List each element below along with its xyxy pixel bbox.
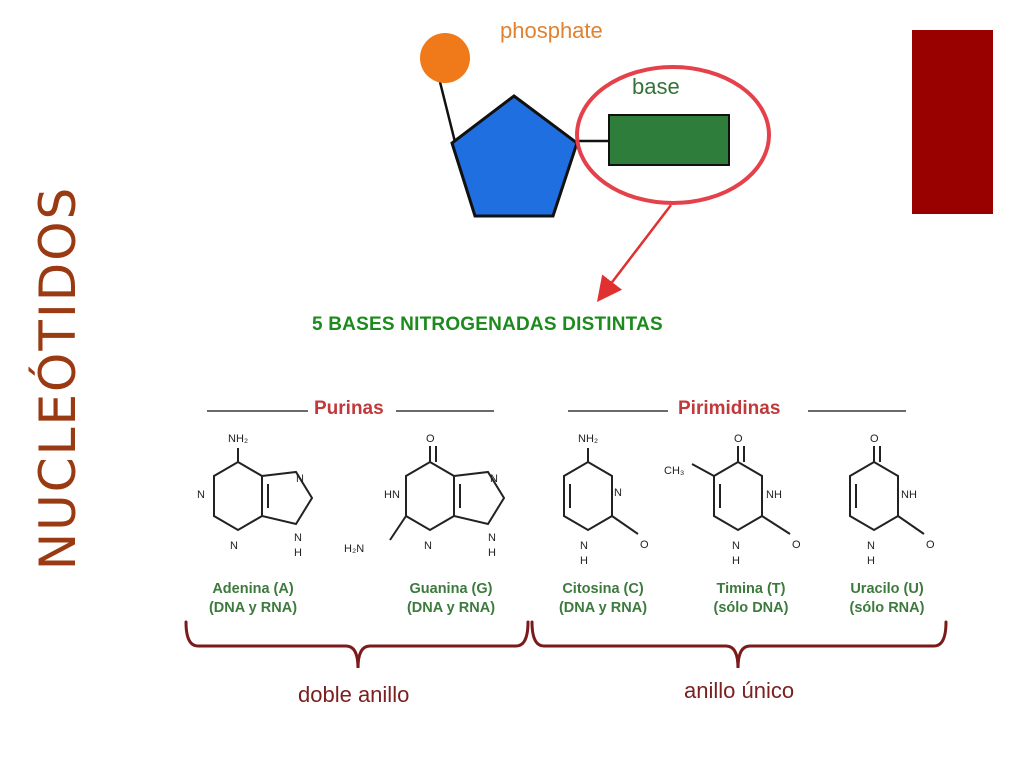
base-name-uracilo: Uracilo (U) (sólo RNA) (817, 580, 957, 618)
uracil-o4: O (870, 433, 879, 445)
thymine-h1: H (732, 555, 740, 567)
base-name-guanina-sub: (DNA y RNA) (406, 600, 496, 616)
headline: 5 BASES NITROGENADAS DISTINTAS (312, 314, 663, 335)
cytosine-nh2: NH₂ (578, 433, 598, 445)
base-name-timina-sub: (sólo DNA) (713, 600, 789, 616)
uracil-o2: O (926, 539, 935, 551)
base-label: base (632, 74, 680, 99)
cytosine-structure: NH₂ N N H O (563, 433, 649, 567)
cytosine-h1: H (580, 555, 588, 567)
cytosine-n3: N (614, 487, 622, 499)
base-name-timina-title: Timina (T) (716, 581, 786, 597)
guanine-o: O (426, 433, 435, 445)
guanine-h2n: H₂N (344, 543, 364, 555)
sugar-pentagon (450, 94, 579, 218)
phosphate-bond (438, 81, 457, 143)
thymine-nh: NH (766, 489, 782, 501)
thymine-o2: O (792, 539, 801, 551)
base-name-citosina-sub: (DNA y RNA) (558, 600, 648, 616)
thymine-ch3: CH₃ (664, 465, 684, 477)
adenine-structure: NH₂ N N N N H (197, 433, 314, 559)
adenine-nh2: NH₂ (228, 433, 248, 445)
thymine-n1: N (732, 540, 740, 552)
bracket-label-anillo-unico: anillo único (684, 678, 795, 703)
cytosine-o: O (640, 539, 649, 551)
guanine-n7: N (490, 473, 498, 485)
guanine-structure: O HN H₂N N N N H (344, 433, 506, 559)
base-name-uracilo-title: Uracilo (U) (850, 581, 924, 597)
base-name-adenina: Adenina (A) (DNA y RNA) (183, 580, 323, 618)
pirimidinas-heading: Pirimidinas (674, 398, 785, 420)
adenine-h9: H (294, 547, 302, 559)
base-name-guanina: Guanina (G) (DNA y RNA) (381, 580, 521, 618)
adenine-n7: N (296, 473, 304, 485)
base-name-guanina-title: Guanina (G) (409, 581, 493, 597)
bracket-doble-anillo (184, 620, 530, 669)
accent-bar (912, 30, 993, 214)
guanine-hn: HN (384, 489, 400, 501)
guanine-n9: N (488, 532, 496, 544)
guanine-n3: N (424, 540, 432, 552)
adenine-n1: N (197, 489, 205, 501)
adenine-n9: N (294, 532, 302, 544)
nucleotide-diagram (420, 33, 771, 302)
bracket-anillo-unico (530, 620, 948, 669)
base-name-timina: Timina (T) (sólo DNA) (681, 580, 821, 618)
base-name-adenina-sub: (DNA y RNA) (208, 600, 298, 616)
base-name-citosina: Citosina (C) (DNA y RNA) (533, 580, 673, 618)
cytosine-n1: N (580, 540, 588, 552)
uracil-n1: N (867, 540, 875, 552)
base-rectangle (608, 114, 730, 166)
uracil-h1: H (867, 555, 875, 567)
guanine-h9: H (488, 547, 496, 559)
highlight-arrow (596, 204, 672, 302)
adenine-n3: N (230, 540, 238, 552)
uracil-nh: NH (901, 489, 917, 501)
thymine-o4: O (734, 433, 743, 445)
base-name-adenina-title: Adenina (A) (212, 581, 294, 597)
base-name-uracilo-sub: (sólo RNA) (849, 600, 925, 616)
uracil-structure: O NH N H O (849, 433, 935, 567)
phosphate-circle (420, 33, 470, 83)
phosphate-label: phosphate (500, 18, 603, 43)
bracket-label-doble-anillo: doble anillo (298, 682, 410, 707)
base-highlight-ellipse (575, 65, 771, 205)
purinas-heading: Purinas (310, 398, 388, 420)
thymine-structure: CH₃ O NH N H O (664, 433, 801, 567)
base-name-citosina-title: Citosina (C) (562, 581, 644, 597)
